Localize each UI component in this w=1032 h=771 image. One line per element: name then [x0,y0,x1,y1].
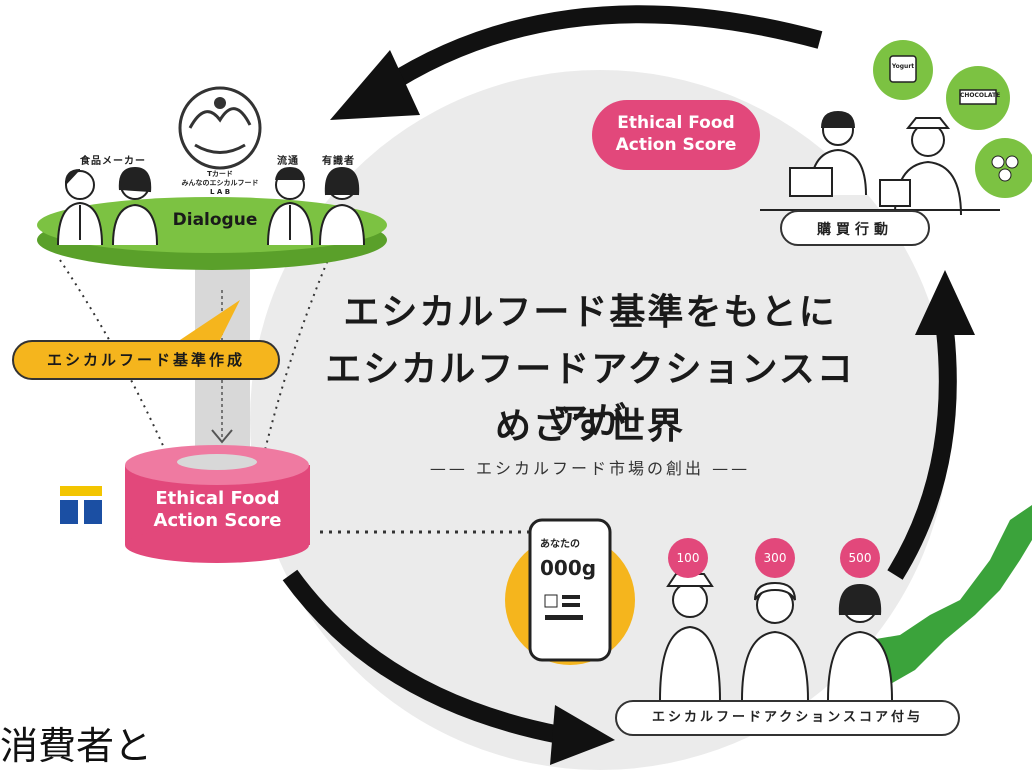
person-food-maker-2-icon [112,166,158,246]
score-bubble-label: Ethical Food Action Score [592,112,760,156]
consumer-1-icon [659,573,721,701]
score-cylinder-label: Ethical Food Action Score [125,488,310,532]
consumer-3-icon [827,583,893,701]
score-bubble-line-1: Ethical Food [617,113,735,133]
t-logo-top [60,486,102,496]
cycle-arrow-right [887,329,957,580]
score-cylinder-bottom [125,527,309,563]
score-circle-100: 100 [668,538,708,578]
cycle-arrow-bottom-head [550,705,615,765]
food-maker-label: 食品メーカー [80,156,146,167]
lab-caption-line-3: L A B [209,188,231,196]
t-logo-left [60,500,78,524]
phone-label: あなたの [540,539,580,550]
cycle-arrow-top [375,5,823,98]
subtitle-text: エシカルフード市場の創出 [475,459,704,478]
criteria-pill: エシカルフード基準作成 [12,340,280,380]
lab-caption: Tカード みんなのエシカルフード L A B [170,170,270,197]
headline-line-3: めざす世界 [494,406,685,447]
person-food-maker-1-icon [57,169,103,246]
grant-label: エシカルフードアクションスコア付与 [615,700,960,736]
score-cylinder-line-1: Ethical Food [155,488,280,509]
funnel-line-left [59,259,166,451]
dialogue-label: Dialogue [172,210,258,230]
caption-fragment: 消費者と [0,724,153,768]
eggs-bubble-icon [975,138,1032,198]
cycle-arrow-bottom [282,569,562,744]
chocolate-label: CHOCOLATE [960,92,1001,99]
person-distribution-icon [267,166,313,246]
cycle-arrow-top-head [330,50,420,120]
subtitle-dash-right: —— [704,459,751,478]
score-cylinder-line-2: Action Score [153,510,282,531]
person-expert-icon [319,166,365,246]
register-icon [789,167,833,197]
expert-label: 有識者 [322,156,355,167]
t-logo-right [84,500,102,524]
score-circle-500: 500 [840,538,880,578]
distribution-label: 流通 [277,156,299,167]
phone-icon [528,518,612,662]
phone-value: 000g [540,556,597,580]
criteria-callout-tail [180,300,240,340]
subtitle-dash-left: —— [429,459,476,478]
purchase-label: 購買行動 [780,210,930,246]
headline-line-2: エシカルフードアクションスコアが [325,349,855,442]
score-bubble-line-2: Action Score [615,135,737,155]
headline-line-1: エシカルフード基準をもとに [343,292,837,333]
connector-down-arrow [211,429,233,444]
cycle-arrow-right-head [915,270,975,335]
yogurt-label: Yogurt [891,63,915,70]
criteria-label: エシカルフード基準作成 [46,351,245,369]
score-circle-300: 300 [755,538,795,578]
lab-caption-line-1: Tカード [207,170,233,178]
consumer-2-icon [741,581,809,701]
score-bubble [592,100,760,170]
subtitle: —— エシカルフード市場の創出 —— [310,455,870,479]
customer-person-icon [894,117,962,216]
lab-caption-line-2: みんなのエシカルフード [181,179,259,187]
